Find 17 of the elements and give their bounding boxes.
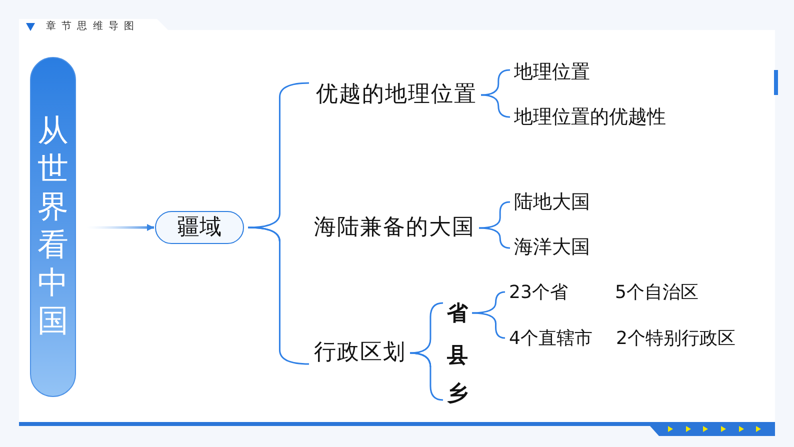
- item-label: 2个特别行政区: [616, 326, 736, 350]
- level-label: 县: [447, 342, 468, 368]
- item-label: 5个自治区: [615, 280, 698, 304]
- branch-label: 行政区划: [314, 339, 406, 367]
- sub-branch-label: 陆地大国: [514, 190, 590, 214]
- sub-branch-label: 海洋大国: [514, 235, 590, 259]
- sub-branch-label: 地理位置的优越性: [514, 105, 666, 129]
- branch-label: 优越的地理位置: [316, 81, 477, 109]
- level-label: 省: [447, 300, 468, 326]
- title: 章节思维导图: [46, 20, 140, 34]
- item-label: 23个省: [509, 280, 568, 304]
- sub-branch-label: 地理位置: [514, 60, 590, 84]
- branch-label: 海陆兼备的大国: [314, 214, 475, 242]
- item-label: 4个直辖市: [509, 326, 592, 350]
- banner-box: 从世界看中国: [30, 57, 76, 397]
- level-label: 乡: [447, 380, 468, 406]
- topic-pill: 疆域: [155, 211, 244, 244]
